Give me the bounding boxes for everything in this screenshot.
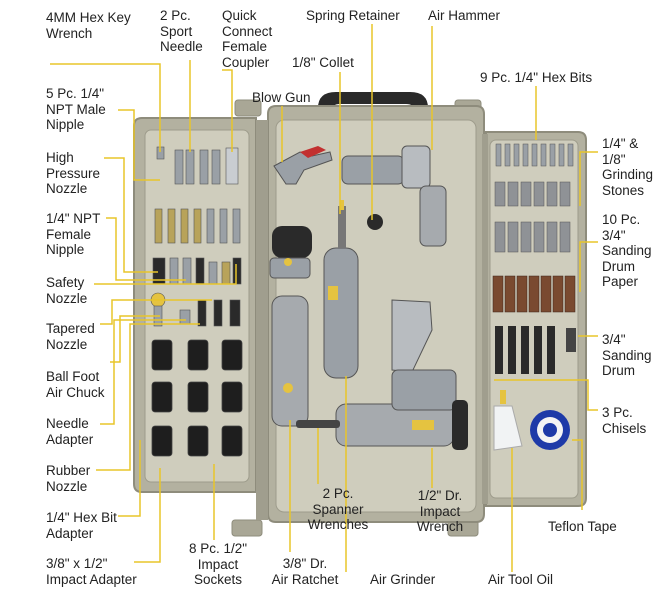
label-hex-bits: 9 Pc. 1/4" Hex Bits	[480, 70, 593, 85]
hinge-left	[256, 120, 268, 520]
label-hex-bit-adapter: 1/4" Hex Bit Adapter	[46, 510, 117, 541]
air-grinder-art	[323, 200, 359, 379]
label-quick-connect-female-coupler: Quick Connect Female Coupler	[222, 8, 273, 70]
label-safety-nozzle: Safety Nozzle	[46, 275, 88, 306]
leader-quick-connect	[222, 69, 233, 152]
spanner-wrench-art	[296, 420, 340, 428]
leader-lines	[50, 24, 598, 572]
label-impact-wrench: 1/2" Dr. Impact Wrench	[416, 488, 464, 534]
air-ratchet-art	[269, 226, 312, 427]
label-high-pressure-nozzle: High Pressure Nozzle	[46, 150, 101, 196]
sanding-drum-paper-grid	[492, 275, 576, 313]
label-rubber-nozzle: Rubber Nozzle	[46, 463, 91, 494]
label-hex-key-wrench: 4MM Hex Key Wrench	[46, 10, 131, 41]
label-chisels: 3 Pc. Chisels	[602, 405, 647, 436]
leader-tapered-nozzle	[100, 299, 212, 325]
label-needle-adapter: Needle Adapter	[46, 416, 94, 447]
label-air-ratchet: 3/8" Dr. Air Ratchet	[271, 556, 339, 587]
label-impact-adapter: 3/8" x 1/2" Impact Adapter	[46, 556, 137, 587]
label-npt-male-nipple: 5 Pc. 1/4" NPT Male Nipple	[46, 86, 106, 132]
leader-npt-female-nipple	[106, 217, 186, 281]
leader-ball-foot	[110, 315, 160, 363]
leader-hex-key-wrench	[50, 63, 161, 152]
label-npt-female-nipple: 1/4" NPT Female Nipple	[46, 211, 101, 257]
label-air-grinder: Air Grinder	[370, 572, 436, 587]
label-sanding-drum-paper: 10 Pc. 3/4" Sanding Drum Paper	[602, 212, 652, 289]
label-spanner-wrenches: 2 Pc. Spanner Wrenches	[307, 486, 369, 532]
leader-npt-male-nipple	[118, 109, 160, 181]
leader-sanding-drum-paper	[579, 241, 598, 292]
chisel-row	[495, 326, 576, 374]
label-air-tool-oil: Air Tool Oil	[488, 572, 554, 587]
leader-impact-adapter	[134, 468, 161, 563]
nozzle-row	[152, 257, 242, 285]
label-spring-retainer: Spring Retainer	[306, 8, 400, 23]
label-blow-gun: Blow Gun	[252, 90, 311, 105]
leader-rubber-nozzle	[96, 323, 200, 471]
grinding-stone-grid	[494, 181, 571, 253]
case-handle	[318, 92, 428, 118]
case-latch-bottom-left	[231, 519, 263, 537]
leader-needle-adapter	[100, 319, 186, 425]
label-teflon-tape: Teflon Tape	[548, 519, 617, 534]
air-hammer-art	[341, 145, 447, 247]
leader-high-pressure-nozzle	[104, 157, 158, 273]
nipple-rows	[154, 208, 241, 244]
label-collet: 1/8" Collet	[292, 55, 354, 70]
label-impact-sockets: 8 Pc. 1/2" Impact Sockets	[188, 541, 248, 587]
case-latch-top-left	[234, 99, 262, 117]
air-tool-oil-art	[493, 390, 523, 451]
leader-hex-bit-adapter	[118, 440, 141, 517]
blow-gun-art	[273, 146, 333, 185]
impact-wrench-art	[335, 299, 468, 450]
label-air-hammer: Air Hammer	[428, 8, 501, 23]
label-sport-needle: 2 Pc. Sport Needle	[160, 8, 203, 54]
label-grinding-stones: 1/4" & 1/8" Grinding Stones	[602, 136, 654, 198]
leader-teflon-tape	[572, 439, 583, 510]
label-sanding-drum: 3/4" Sanding Drum	[602, 332, 652, 378]
label-tapered-nozzle: Tapered Nozzle	[46, 321, 95, 352]
leader-safety-nozzle	[94, 264, 237, 285]
hex-bit-row	[495, 143, 574, 167]
leader-grinding-stones	[579, 151, 598, 206]
impact-socket-grid	[151, 339, 243, 457]
leader-chisels	[494, 379, 598, 411]
fittings-top	[156, 146, 239, 185]
hinge-right	[482, 134, 488, 504]
teflon-tape-art	[530, 410, 570, 450]
label-ball-foot-air-chuck: Ball Foot Air Chuck	[46, 369, 105, 400]
